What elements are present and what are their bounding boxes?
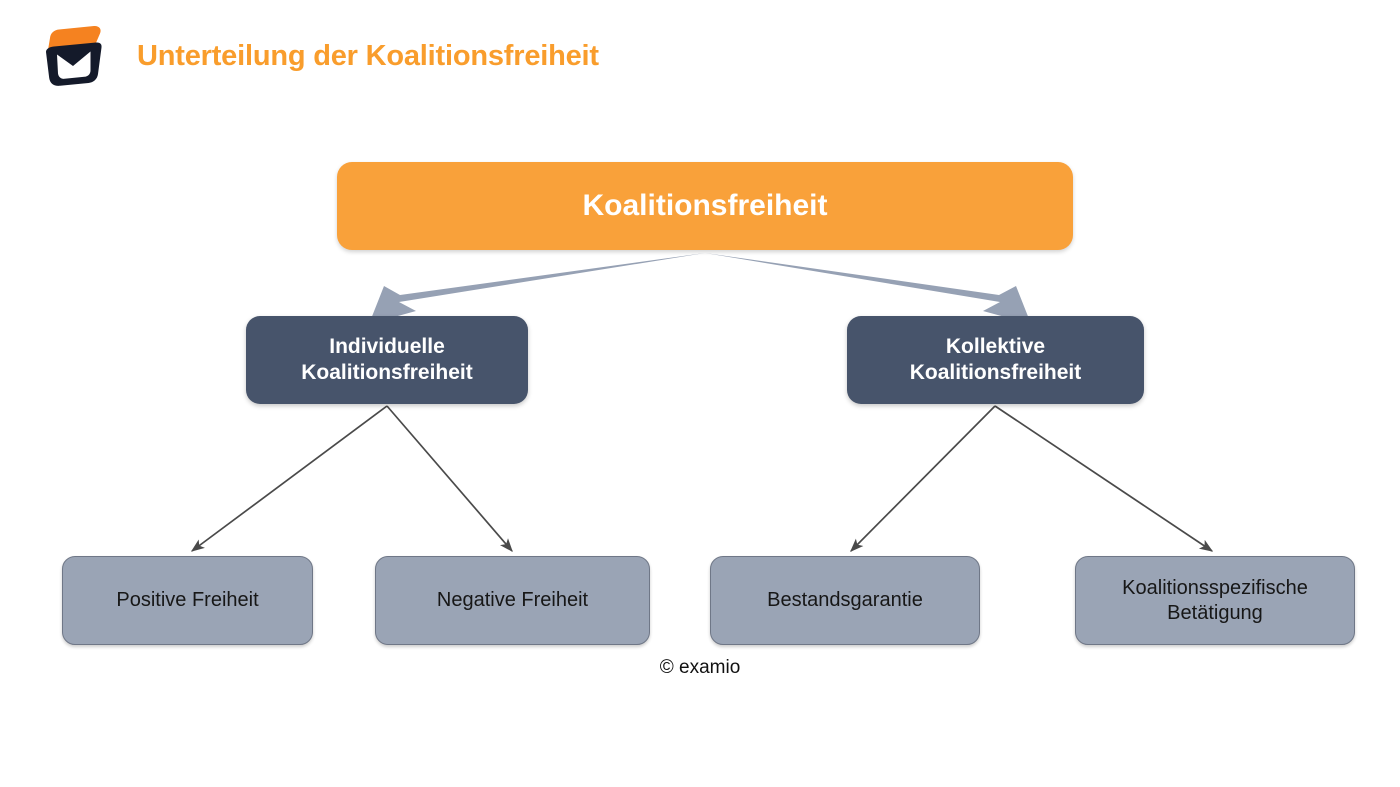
- node-label: Bestandsgarantie: [767, 589, 923, 612]
- page-header: Unterteilung der Koalitionsfreiheit: [0, 0, 1400, 110]
- node-koalitionsspezifische-betaetigung[interactable]: Koalitionsspezifische Betätigung: [1075, 556, 1355, 645]
- node-bestandsgarantie[interactable]: Bestandsgarantie: [710, 556, 980, 645]
- node-label: Negative Freiheit: [436, 589, 589, 612]
- node-label: Kollektive Koalitionsfreiheit: [909, 335, 1082, 384]
- node-negative-freiheit[interactable]: Negative Freiheit: [375, 556, 650, 645]
- arrow-root-to-individuelle: [369, 253, 705, 324]
- arrow-individuelle-to-positive: [190, 405, 388, 552]
- copyright-text: © examio: [659, 657, 741, 678]
- node-kollektive-koalitionsfreiheit[interactable]: Kollektive Koalitionsfreiheit: [847, 316, 1144, 404]
- node-label: Positive Freiheit: [116, 589, 259, 612]
- arrow-kollektive-to-betaetigung: [994, 405, 1214, 552]
- page-title: Unterteilung der Koalitionsfreiheit: [137, 40, 599, 72]
- node-positive-freiheit[interactable]: Positive Freiheit: [62, 556, 313, 645]
- node-label: Koalitionsspezifische Betätigung: [1122, 577, 1308, 624]
- node-koalitionsfreiheit[interactable]: Koalitionsfreiheit: [337, 162, 1073, 250]
- examio-logo-icon: [38, 22, 108, 88]
- node-individuelle-koalitionsfreiheit[interactable]: Individuelle Koalitionsfreiheit: [246, 316, 528, 404]
- node-label: Koalitionsfreiheit: [582, 188, 828, 222]
- arrow-root-to-kollektive: [705, 253, 1031, 324]
- arrow-kollektive-to-bestandsgarantie: [850, 405, 996, 552]
- node-label: Individuelle Koalitionsfreiheit: [301, 335, 473, 384]
- copyright-notice: © examio: [0, 657, 1400, 679]
- arrow-individuelle-to-negative: [386, 405, 513, 553]
